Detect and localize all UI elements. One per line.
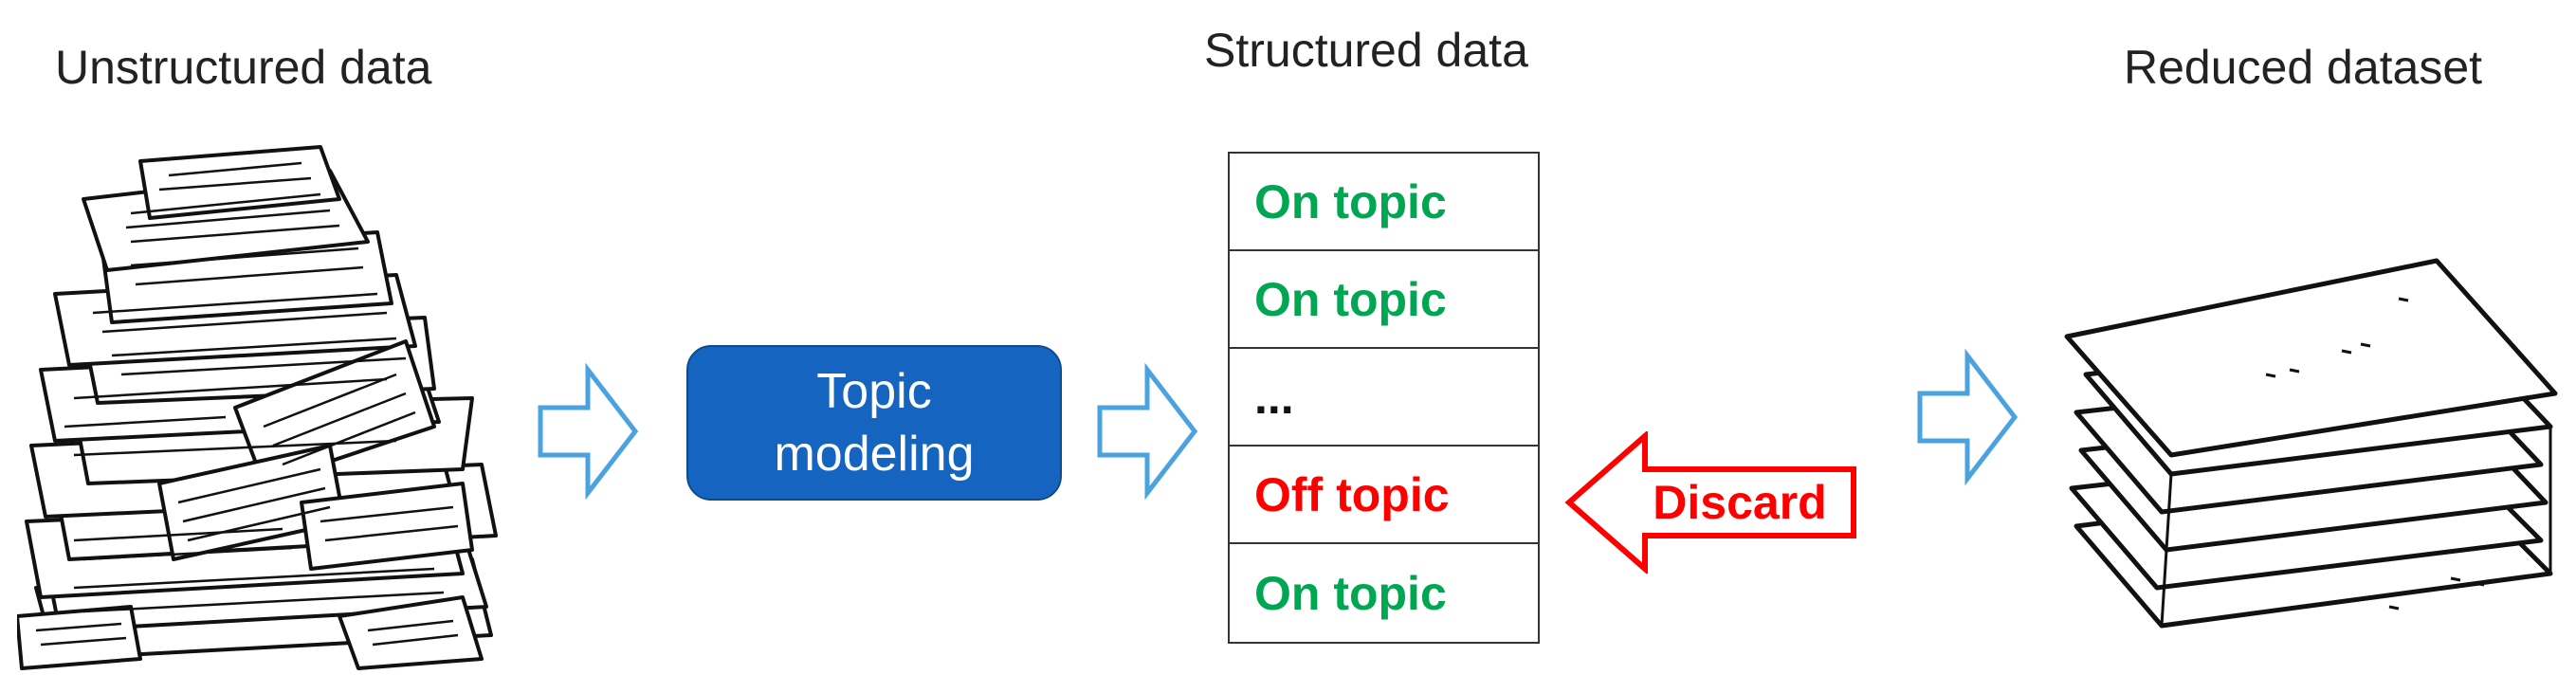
table-row: On topic <box>1230 251 1538 349</box>
topic-modeling-line2: modeling <box>774 427 975 482</box>
left-arrow-icon <box>1564 429 1858 575</box>
reduced-dataset-title: Reduced dataset <box>2124 41 2483 94</box>
right-arrow-icon <box>1915 346 2019 488</box>
topic-modeling-process: Topic modeling <box>686 345 1062 501</box>
table-row: On topic <box>1254 566 1447 620</box>
table-row: Off topic <box>1230 447 1538 544</box>
right-arrow-icon <box>536 360 640 502</box>
structured-data-table: On topic On topic ... Off topic On topic <box>1228 152 1540 644</box>
topic-modeling-line1: Topic <box>816 364 932 419</box>
table-row: On topic <box>1230 154 1538 251</box>
table-row: ... <box>1230 349 1538 447</box>
discard-label: Discard <box>1653 476 1827 529</box>
paper-stack-icon <box>2057 242 2565 635</box>
right-arrow-icon <box>1095 360 1199 502</box>
structured-data-title: Structured data <box>1204 24 1528 77</box>
unstructured-data-title: Unstructured data <box>55 41 432 94</box>
paper-pile-icon <box>15 142 510 673</box>
